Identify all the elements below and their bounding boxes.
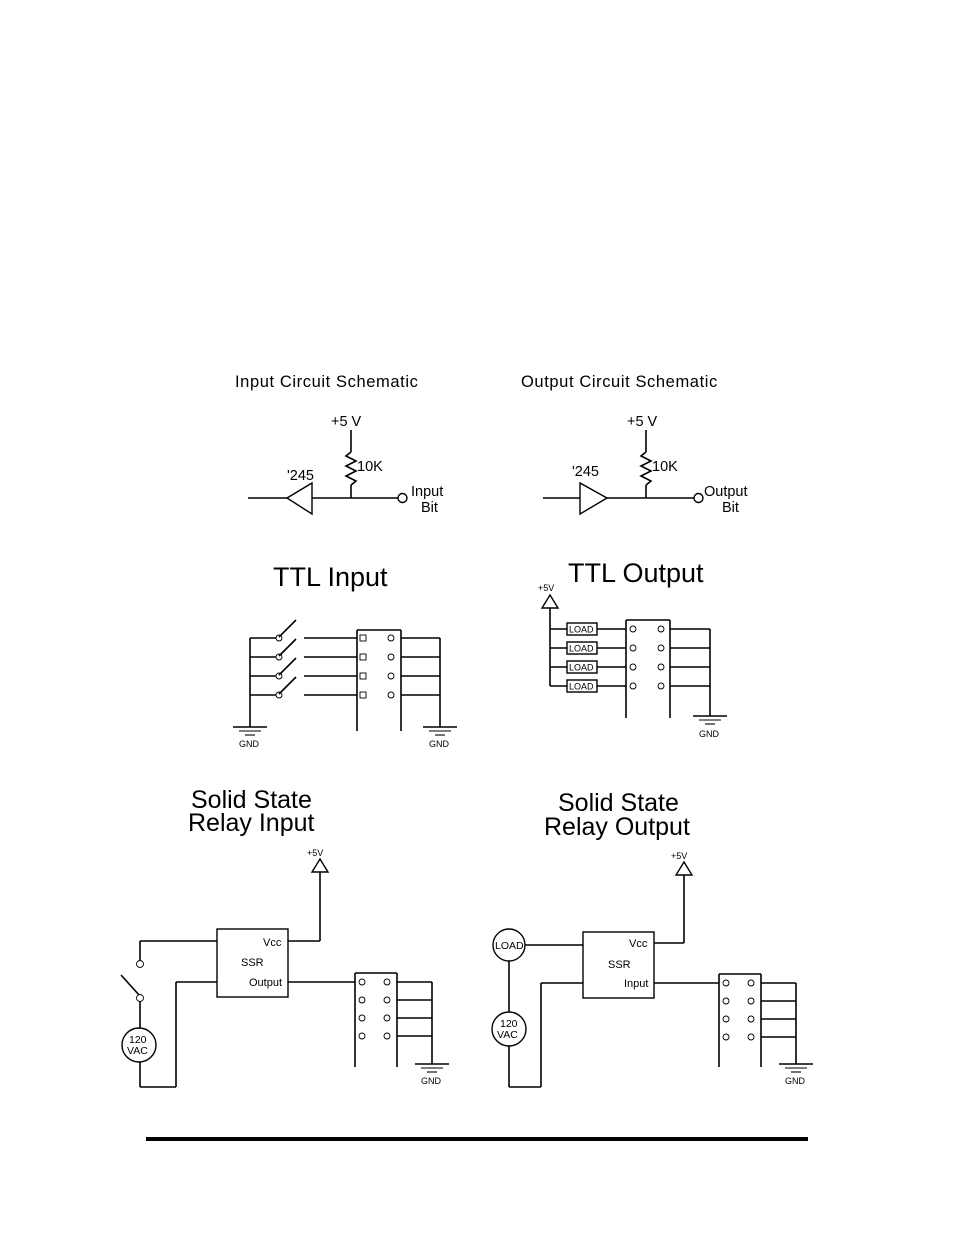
footer-rule xyxy=(146,1137,808,1141)
ssr-output-ssr-label: SSR xyxy=(608,959,631,971)
output-circuit-schematic: Output Circuit Schematic +5 V 10K '245 O… xyxy=(521,373,748,516)
ssr-input-switch-contact-bottom xyxy=(137,995,144,1002)
ttl-input-diagram: TTL Input xyxy=(233,562,457,749)
ssr-output-vcc-label: Vcc xyxy=(629,938,648,950)
output-schematic-title: Output Circuit Schematic xyxy=(521,373,718,391)
ssr-input-vcc-label: Vcc xyxy=(263,937,282,949)
ssr-input-ground xyxy=(415,1064,449,1072)
output-bit-terminal xyxy=(694,494,703,503)
input-resistor-label: 10K xyxy=(357,459,383,475)
ssr-input-supply-label: +5V xyxy=(307,848,323,858)
ssr-output-supply-label: +5V xyxy=(671,851,687,861)
ssr-output-ground xyxy=(779,1064,813,1072)
ttl-output-supply-arrow xyxy=(542,595,558,608)
ttl-input-gnd-right-label: GND xyxy=(429,739,450,749)
ssr-output-port-label: Input xyxy=(624,978,648,990)
load-label-3: LOAD xyxy=(569,663,594,673)
ttl-input-connector xyxy=(357,630,401,731)
ttl-input-title: TTL Input xyxy=(273,562,388,592)
input-supply-label: +5 V xyxy=(331,414,362,430)
ttl-input-gnd-left-label: GND xyxy=(239,739,260,749)
ttl-output-gnd-label: GND xyxy=(699,729,720,739)
output-buffer-label: '245 xyxy=(572,464,599,480)
ttl-input-switches xyxy=(250,620,296,698)
ssr-output-title-2: Relay Output xyxy=(544,813,690,841)
load-label-1: LOAD xyxy=(569,625,594,635)
output-bit-label-2: Bit xyxy=(722,500,739,516)
load-label-2: LOAD xyxy=(569,644,594,654)
ssr-input-switch xyxy=(121,975,140,996)
input-bit-label-2: Bit xyxy=(421,500,438,516)
ssr-output-ac-label-2: VAC xyxy=(497,1029,518,1041)
ssr-output-load-label: LOAD xyxy=(495,940,524,952)
ssr-output-supply-arrow xyxy=(676,862,692,875)
ssr-input-ac-label-2: VAC xyxy=(127,1045,148,1057)
load-label-4: LOAD xyxy=(569,682,594,692)
output-supply-label: +5 V xyxy=(627,414,658,430)
ssr-input-gnd-label: GND xyxy=(421,1076,442,1086)
ssr-input-connector xyxy=(355,973,397,1067)
ttl-output-title: TTL Output xyxy=(568,558,704,588)
input-schematic-title: Input Circuit Schematic xyxy=(235,373,418,391)
output-pullup-resistor xyxy=(641,452,651,485)
ssr-output-connector xyxy=(719,974,761,1067)
ttl-input-ground-right xyxy=(423,727,457,735)
ssr-input-switch-contact-top xyxy=(137,961,144,968)
ttl-output-ground xyxy=(693,716,727,724)
ssr-input-title-2: Relay Input xyxy=(188,809,315,837)
ssr-input-ssr-label: SSR xyxy=(241,957,264,969)
ttl-output-connector xyxy=(626,620,670,718)
output-resistor-label: 10K xyxy=(652,459,678,475)
output-buffer-symbol xyxy=(580,483,607,514)
ssr-input-diagram: Solid State Relay Input +5V Vcc SSR Outp… xyxy=(121,786,449,1087)
ttl-output-loads: LOAD LOAD LOAD LOAD xyxy=(567,623,597,692)
ttl-output-diagram: TTL Output +5V LOAD LOAD LOAD LOAD xyxy=(538,558,727,739)
ssr-output-gnd-label: GND xyxy=(785,1076,806,1086)
input-buffer-label: '245 xyxy=(287,468,314,484)
ssr-input-supply-arrow xyxy=(312,859,328,872)
output-bit-label-1: Output xyxy=(704,484,748,500)
input-bit-terminal xyxy=(398,494,407,503)
ssr-output-diagram: Solid State Relay Output +5V Vcc SSR Inp… xyxy=(492,789,813,1087)
input-circuit-schematic: Input Circuit Schematic +5 V 10K '245 In… xyxy=(235,373,443,516)
input-buffer-symbol xyxy=(287,483,312,514)
ssr-input-port-label: Output xyxy=(249,977,282,989)
ttl-output-supply-label: +5V xyxy=(538,583,554,593)
ttl-input-ground-left xyxy=(233,727,267,735)
input-bit-label-1: Input xyxy=(411,484,443,500)
input-pullup-resistor xyxy=(346,452,356,485)
